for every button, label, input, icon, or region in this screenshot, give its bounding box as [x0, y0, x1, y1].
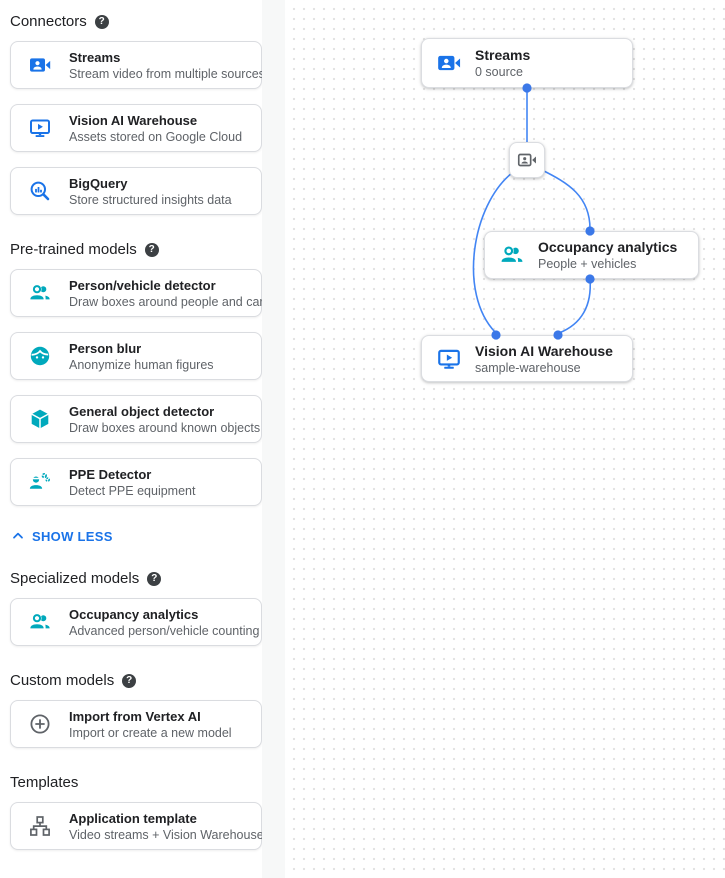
video-camera-outline-icon	[516, 149, 538, 171]
people-group-icon	[28, 610, 52, 634]
help-icon[interactable]: ?	[147, 571, 162, 586]
section-header: Specialized models ?	[10, 570, 285, 587]
show-less-label: SHOW LESS	[32, 528, 113, 544]
people-group-icon	[499, 242, 525, 268]
sidebar-item-bigquery[interactable]: BigQuery Store structured insights data	[10, 167, 262, 215]
section-custom-models: Custom models ? Import from Vertex AI Im…	[10, 672, 285, 748]
item-subtitle: Draw boxes around known objects	[69, 420, 261, 435]
item-title: Vision AI Warehouse	[69, 112, 198, 128]
section-title: Specialized models	[10, 570, 140, 587]
sidebar-item-ppe-detector[interactable]: PPE Detector Detect PPE equipment	[10, 458, 262, 506]
help-icon[interactable]: ?	[122, 673, 137, 688]
section-pretrained-models: Pre-trained models ? Person/vehicle dete…	[10, 241, 285, 544]
sidebar-item-person-vehicle-detector[interactable]: Person/vehicle detector Draw boxes aroun…	[10, 269, 270, 317]
node-subtitle: People + vehicles	[538, 257, 637, 271]
item-title: BigQuery	[69, 175, 128, 191]
video-camera-front-icon	[436, 50, 462, 76]
item-subtitle: Draw boxes around people and cars	[69, 294, 270, 309]
component-sidebar: Connectors ? Streams Stream video from m…	[0, 0, 285, 878]
org-tree-icon	[28, 814, 52, 838]
section-title: Connectors	[10, 13, 87, 30]
canvas-node-occupancy-analytics[interactable]: Occupancy analytics People + vehicles	[484, 231, 699, 279]
item-title: Person blur	[69, 340, 142, 356]
section-templates: Templates Application template Video str…	[10, 774, 285, 850]
section-connectors: Connectors ? Streams Stream video from m…	[10, 13, 285, 215]
item-subtitle: Store structured insights data	[69, 192, 232, 207]
node-title: Occupancy analytics	[538, 239, 678, 255]
canvas-node-vision-ai-warehouse[interactable]: Vision AI Warehouse sample-warehouse	[421, 335, 633, 382]
item-subtitle: Stream video from multiple sources	[69, 66, 265, 81]
item-title: Application template	[69, 810, 197, 826]
warehouse-display-icon	[436, 346, 462, 372]
item-subtitle: Anonymize human figures	[69, 357, 214, 372]
item-subtitle: Assets stored on Google Cloud	[69, 129, 243, 144]
section-title: Pre-trained models	[10, 241, 137, 258]
canvas-node-streams[interactable]: Streams 0 source	[421, 38, 633, 88]
flow-canvas[interactable]: Streams 0 source Occupancy analytics Peo…	[285, 0, 725, 878]
show-less-button[interactable]: SHOW LESS	[10, 528, 113, 544]
section-title: Templates	[10, 774, 79, 791]
item-title: Occupancy analytics	[69, 606, 199, 622]
sidebar-item-vision-ai-warehouse[interactable]: Vision AI Warehouse Assets stored on Goo…	[10, 104, 262, 152]
item-subtitle: Video streams + Vision Warehouse	[69, 827, 264, 842]
video-camera-front-icon	[28, 53, 52, 77]
people-group-icon	[28, 281, 52, 305]
node-title: Vision AI Warehouse	[475, 342, 613, 359]
canvas-node-stream-source[interactable]	[509, 142, 545, 178]
item-title: Person/vehicle detector	[69, 277, 216, 293]
bigquery-icon	[28, 179, 52, 203]
item-title: Import from Vertex AI	[69, 708, 201, 724]
item-title: PPE Detector	[69, 466, 152, 482]
section-header: Templates	[10, 774, 285, 791]
section-header: Connectors ?	[10, 13, 285, 30]
ppe-engineering-icon	[28, 470, 52, 494]
sidebar-item-person-blur[interactable]: Person blur Anonymize human figures	[10, 332, 262, 380]
item-subtitle: Detect PPE equipment	[69, 483, 196, 498]
sidebar-item-application-template[interactable]: Application template Video streams + Vis…	[10, 802, 264, 850]
warehouse-display-icon	[28, 116, 52, 140]
sidebar-item-general-object-detector[interactable]: General object detector Draw boxes aroun…	[10, 395, 262, 443]
item-subtitle: Import or create a new model	[69, 725, 232, 740]
flow-edges	[472, 88, 592, 334]
section-title: Custom models	[10, 672, 115, 689]
section-header: Custom models ?	[10, 672, 285, 689]
help-icon[interactable]: ?	[144, 242, 159, 257]
node-title: Streams	[475, 47, 531, 63]
sidebar-item-occupancy-analytics[interactable]: Occupancy analytics Advanced person/vehi…	[10, 598, 262, 646]
section-header: Pre-trained models ?	[10, 241, 285, 258]
help-icon[interactable]: ?	[94, 14, 109, 29]
section-specialized-models: Specialized models ? Occupancy analytics…	[10, 570, 285, 646]
sidebar-item-import-from-vertex-ai[interactable]: Import from Vertex AI Import or create a…	[10, 700, 262, 748]
chevron-up-icon	[13, 532, 23, 539]
item-title: Streams	[69, 49, 121, 65]
item-title: General object detector	[69, 403, 215, 419]
node-subtitle: 0 source	[475, 65, 523, 79]
node-subtitle: sample-warehouse	[475, 360, 581, 375]
connection-port-dots	[491, 83, 595, 340]
sidebar-item-streams[interactable]: Streams Stream video from multiple sourc…	[10, 41, 265, 89]
object-cube-icon	[28, 407, 52, 431]
add-circle-icon	[28, 712, 52, 736]
item-subtitle: Advanced person/vehicle counting	[69, 623, 260, 638]
person-blur-icon	[28, 344, 52, 368]
